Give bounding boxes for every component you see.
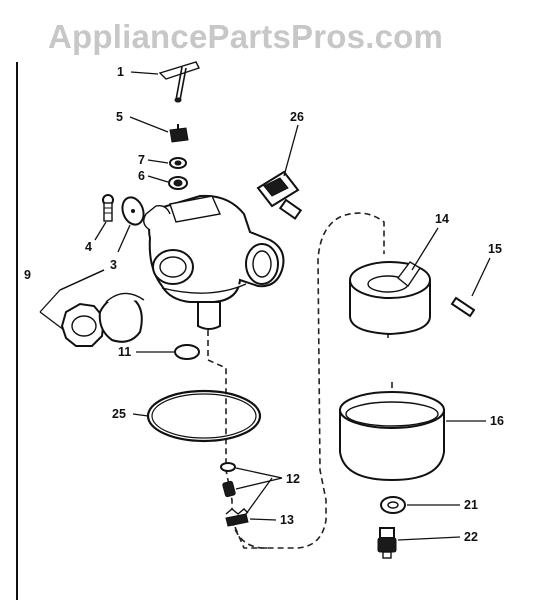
callout-25: 25 xyxy=(112,407,126,421)
watermark-text: AppliancePartsPros.com xyxy=(48,18,444,55)
callout-6: 6 xyxy=(138,169,145,183)
callout-22: 22 xyxy=(464,530,478,544)
part-9-primer-assembly xyxy=(60,292,145,347)
leader-7 xyxy=(147,159,169,164)
part-21-washer xyxy=(380,496,406,514)
callout-14: 14 xyxy=(435,212,449,226)
callout-9: 9 xyxy=(24,268,31,282)
leader-5 xyxy=(129,116,169,133)
leader-13 xyxy=(249,518,277,521)
callout-4: 4 xyxy=(85,240,92,254)
leader-4 xyxy=(94,221,107,241)
leader-12c xyxy=(245,477,273,515)
carburetor-body xyxy=(143,194,285,330)
leader-22 xyxy=(397,536,461,541)
leader-1 xyxy=(130,71,159,75)
leader-12a xyxy=(235,467,283,479)
leader-26 xyxy=(283,124,299,177)
part-11-plug xyxy=(174,344,200,360)
part-13-spring xyxy=(225,508,249,527)
part-3-throttle-plate xyxy=(121,196,145,226)
part-12-small-parts xyxy=(220,462,236,498)
leader-6 xyxy=(147,175,169,183)
part-26-fuel-fitting xyxy=(256,170,303,220)
leader-14 xyxy=(411,227,439,271)
callout-16: 16 xyxy=(490,414,504,428)
leader-9c xyxy=(39,311,65,331)
leader-3 xyxy=(117,224,131,253)
part-6-seal xyxy=(168,176,188,190)
callout-15: 15 xyxy=(488,242,502,256)
callout-1: 1 xyxy=(117,65,124,79)
part-5-needle xyxy=(169,124,189,143)
part-15-float-pin xyxy=(450,296,476,318)
leader-9b xyxy=(59,269,105,291)
leader-lines xyxy=(39,71,491,541)
callout-11: 11 xyxy=(118,345,131,359)
assembly-dashed-path-left xyxy=(207,320,270,549)
callout-12: 12 xyxy=(286,472,300,486)
callout-26: 26 xyxy=(290,110,304,124)
callout-13: 13 xyxy=(280,513,294,527)
part-14-float xyxy=(349,261,431,336)
callout-21: 21 xyxy=(464,498,478,512)
leader-15 xyxy=(471,257,491,297)
callout-3: 3 xyxy=(110,258,117,272)
callout-5: 5 xyxy=(116,110,123,124)
callout-7: 7 xyxy=(138,153,145,167)
part-16-float-bowl xyxy=(339,391,445,482)
part-4-screw xyxy=(102,194,114,222)
leader-12b xyxy=(235,477,283,490)
part-1-choke-shaft xyxy=(158,61,200,103)
part-7-washer xyxy=(169,157,187,169)
part-22-bowl-nut xyxy=(377,527,397,559)
callout-labels: 1 5 7 6 4 3 26 9 11 25 12 13 14 15 16 21… xyxy=(24,65,504,544)
assembly-dashed-path-right xyxy=(231,212,385,549)
leader-25 xyxy=(132,413,149,417)
part-25-gasket xyxy=(146,389,262,443)
